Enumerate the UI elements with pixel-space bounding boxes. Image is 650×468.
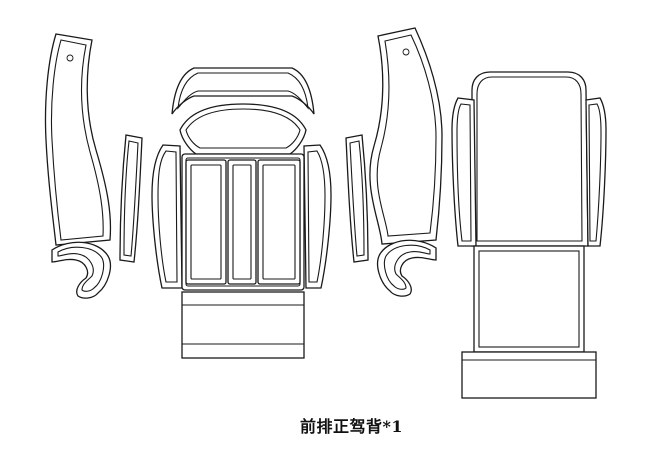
right-hook-piece <box>376 239 437 297</box>
left-strip-hole <box>66 54 74 62</box>
rear-bottom-flap <box>461 351 597 399</box>
left-hook-piece <box>51 241 112 299</box>
center-panel-middle <box>227 159 257 285</box>
right-bolster <box>303 144 332 289</box>
center-bottom-flap <box>181 291 305 359</box>
diagram-caption: 前排正驾背*1 <box>300 417 404 436</box>
upper-back-panel <box>179 103 307 155</box>
rear-lower-panel <box>473 245 585 353</box>
rear-back-assembly <box>451 71 607 247</box>
right-narrow-strip <box>345 134 369 263</box>
right-side-strip <box>369 27 443 245</box>
left-side-strip <box>44 33 112 246</box>
center-panel-right <box>257 159 301 285</box>
center-panel-left <box>185 159 227 285</box>
right-strip-hole <box>402 48 410 56</box>
center-back-body <box>181 153 305 291</box>
left-narrow-strip <box>119 134 143 263</box>
left-bolster <box>151 144 183 289</box>
headrest-top <box>171 67 315 115</box>
